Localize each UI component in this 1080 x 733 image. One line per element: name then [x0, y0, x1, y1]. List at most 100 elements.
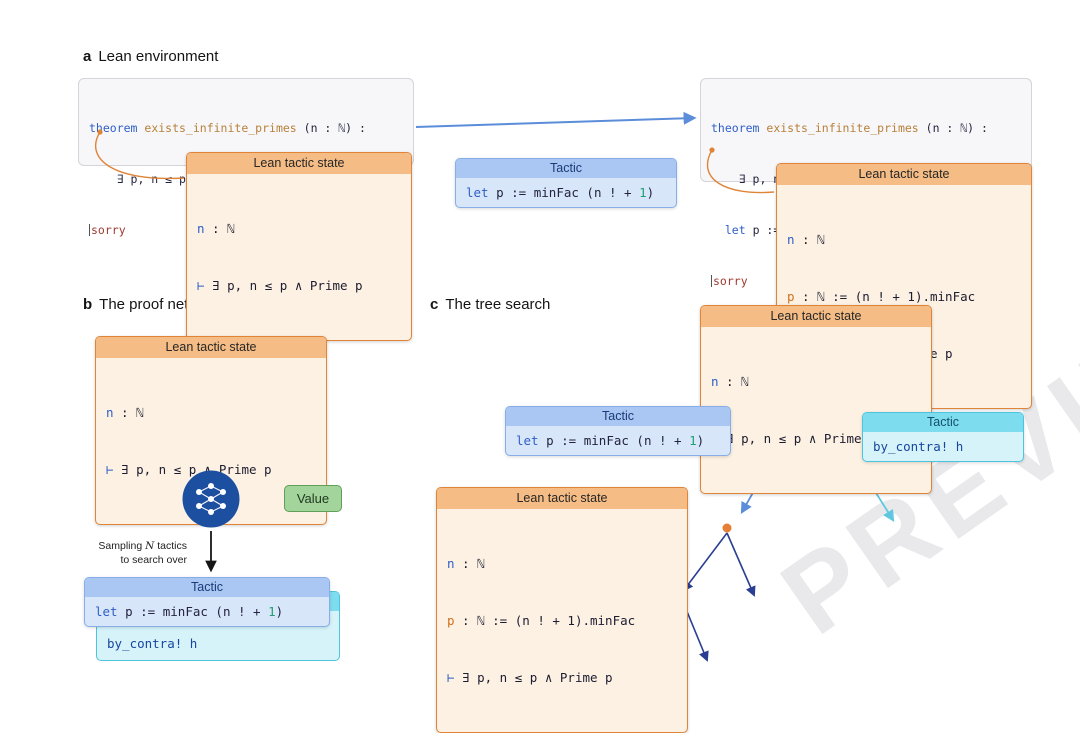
- code-token-let: let: [724, 223, 753, 237]
- code-token-keyword: theorem: [711, 121, 767, 135]
- hypothesis-line: n : ℕ: [197, 219, 401, 238]
- hypothesis-line: p : ℕ := (n ! + 1).minFac: [787, 287, 1021, 306]
- tree-edge: [726, 532, 756, 597]
- hypothesis-line: n : ℕ: [711, 372, 921, 391]
- goal-text: ∃ p, n ≤ p ∧ Prime p: [718, 431, 877, 446]
- code-token-expr: p := minFac (n ! +: [125, 604, 269, 619]
- code-token-paren: ): [696, 433, 705, 448]
- tree-edge: [682, 532, 728, 592]
- turnstile: ⊢: [447, 670, 455, 685]
- turnstile: ⊢: [197, 278, 205, 293]
- tactic-state-body: n : ℕ ⊢ ∃ p, n ≤ p ∧ Prime p: [701, 327, 931, 493]
- panel-a-letter: a: [83, 48, 92, 65]
- tactic-state-header: Lean tactic state: [187, 153, 411, 174]
- hyp-var: n: [106, 405, 114, 420]
- code-token-number: 1: [689, 433, 697, 448]
- text-cursor: [89, 224, 90, 236]
- tactic-state-box-c-root: Lean tactic state n : ℕ ⊢ ∃ p, n ≤ p ∧ P…: [700, 305, 932, 494]
- tactic-state-header: Lean tactic state: [437, 488, 687, 509]
- tactic-code: by_contra! h: [863, 432, 1023, 461]
- hyp-type: : ℕ: [454, 556, 485, 571]
- goal-text: ∃ p, n ≤ p ∧ Prime p: [113, 462, 272, 477]
- tactic-header: Tactic: [85, 578, 329, 597]
- sampling-text: tactics: [154, 540, 187, 552]
- code-line-1: theorem exists_infinite_primes (n : ℕ) :: [711, 120, 1021, 137]
- tactic-header: Tactic: [506, 407, 730, 426]
- code-token-expr: p := minFac (n ! +: [546, 433, 690, 448]
- hyp-var: n: [197, 221, 205, 236]
- code-token-paren: ): [646, 185, 655, 200]
- goal-line: ⊢ ∃ p, n ≤ p ∧ Prime p: [106, 460, 316, 479]
- code-token-theorem-name: exists_infinite_primes: [766, 121, 926, 135]
- tactic-state-body: n : ℕ ⊢ ∃ p, n ≤ p ∧ Prime p: [96, 358, 326, 524]
- goal-line: ⊢ ∃ p, n ≤ p ∧ Prime p: [197, 276, 401, 295]
- hyp-var: n: [787, 232, 795, 247]
- tactic-state-header: Lean tactic state: [777, 164, 1031, 185]
- tactic-header: Tactic: [863, 413, 1023, 432]
- hyp-type: : ℕ: [794, 232, 825, 247]
- panel-a-label: a Lean environment: [83, 48, 218, 65]
- hyp-type: : ℕ := (n ! + 1).minFac: [454, 613, 636, 628]
- value-output-box: Value: [284, 485, 342, 512]
- goal-text: ∃ p, n ≤ p ∧ Prime p: [454, 670, 613, 685]
- hypothesis-line: p : ℕ := (n ! + 1).minFac: [447, 611, 677, 630]
- code-token-bycontra: by_contra! h: [873, 439, 964, 454]
- hypothesis-line: n : ℕ: [447, 554, 677, 573]
- hyp-var: p: [447, 613, 455, 628]
- hypothesis-line: n : ℕ: [106, 403, 316, 422]
- tactic-state-header: Lean tactic state: [96, 337, 326, 358]
- sampling-n-symbol: N: [145, 540, 155, 552]
- search-node-dot-child: [722, 523, 732, 533]
- tactic-code: by_contra! h: [97, 629, 207, 658]
- tactic-code: let p := minFac (n ! + 1): [506, 426, 730, 455]
- hypothesis-line: n : ℕ: [787, 230, 1021, 249]
- code-token-number: 1: [639, 185, 647, 200]
- hyp-type: : ℕ: [718, 374, 749, 389]
- code-token-keyword: theorem: [89, 121, 145, 135]
- code-token-let: let: [466, 185, 497, 200]
- sampling-text: Sampling: [98, 540, 146, 552]
- goal-text: ∃ p, n ≤ p ∧ Prime p: [204, 278, 363, 293]
- hyp-type: : ℕ: [204, 221, 235, 236]
- panel-a-title: Lean environment: [98, 48, 219, 65]
- tactic-box-c-right: Tactic by_contra! h: [862, 412, 1024, 462]
- tactic-state-body: n : ℕ ⊢ ∃ p, n ≤ p ∧ Prime p: [187, 174, 411, 340]
- hyp-var: p: [787, 289, 795, 304]
- tactic-code: let p := minFac (n ! + 1): [456, 178, 676, 207]
- tactic-header: Tactic: [456, 159, 676, 178]
- sampling-annotation: Sampling N tactics to search over: [47, 540, 187, 567]
- tactic-box-a: Tactic let p := minFac (n ! + 1): [455, 158, 677, 208]
- hyp-var: n: [711, 374, 719, 389]
- tactic-state-box-a-left: Lean tactic state n : ℕ ⊢ ∃ p, n ≤ p ∧ P…: [186, 152, 412, 341]
- turnstile: ⊢: [106, 462, 114, 477]
- sampling-line-1: Sampling N tactics: [47, 540, 187, 554]
- state-transition-arrow: [415, 111, 697, 128]
- code-token-paren: ): [275, 604, 284, 619]
- code-token-sorry: sorry: [713, 274, 748, 288]
- code-token-signature: (n : ℕ) :: [303, 121, 366, 135]
- tactic-state-box-c-child: Lean tactic state n : ℕ p : ℕ := (n ! + …: [436, 487, 688, 733]
- code-token-theorem-name: exists_infinite_primes: [144, 121, 304, 135]
- code-token-expr: p := minFac (n ! +: [496, 185, 640, 200]
- goal-line: ⊢ ∃ p, n ≤ p ∧ Prime p: [447, 668, 677, 687]
- tactic-state-header: Lean tactic state: [701, 306, 931, 327]
- code-line-4: sorry: [711, 273, 1021, 290]
- code-token-number: 1: [268, 604, 276, 619]
- code-token-sorry: sorry: [91, 223, 126, 237]
- code-token-let: let: [516, 433, 547, 448]
- panel-c-title: The tree search: [445, 296, 551, 313]
- text-cursor: [711, 275, 712, 287]
- hyp-type: : ℕ: [113, 405, 144, 420]
- hyp-var: n: [447, 556, 455, 571]
- code-line-3: sorry: [89, 222, 403, 239]
- value-label: Value: [296, 491, 330, 506]
- code-token-signature: (n : ℕ) :: [925, 121, 988, 135]
- tactic-state-body: n : ℕ p : ℕ := (n ! + 1).minFac ⊢ ∃ p, n…: [437, 509, 687, 732]
- panel-b-letter: b: [83, 296, 93, 313]
- tactic-box-b: Tactic let p := minFac (n ! + 1): [84, 577, 330, 627]
- tactic-code: let p := minFac (n ! + 1): [85, 597, 329, 626]
- hyp-type: : ℕ := (n ! + 1).minFac: [794, 289, 976, 304]
- code-line-1: theorem exists_infinite_primes (n : ℕ) :: [89, 120, 403, 137]
